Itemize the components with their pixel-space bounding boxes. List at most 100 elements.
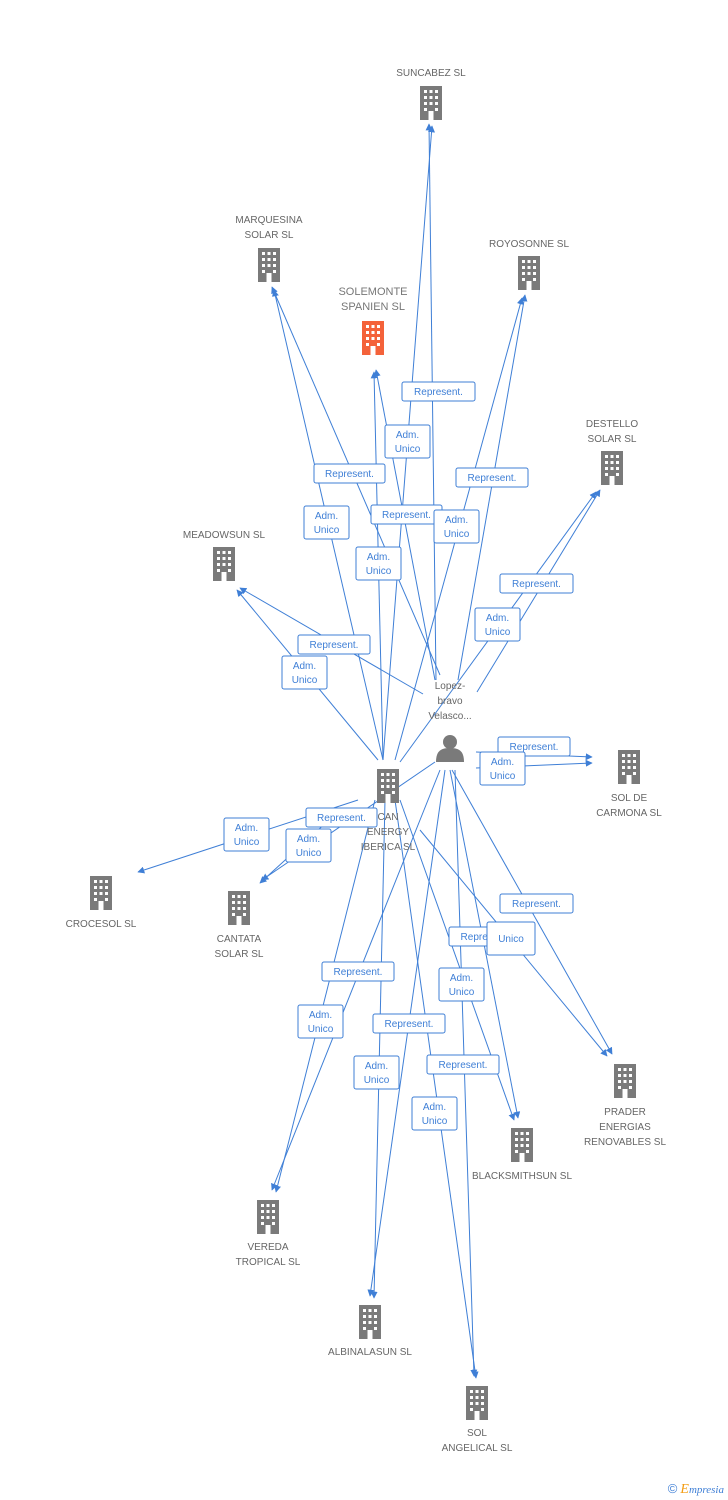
edge-label: Adm.Unico [223, 817, 270, 852]
node-label: SOLAR SL [245, 230, 294, 241]
edge-label-text: Adm. [365, 1061, 388, 1072]
edge-label-box [499, 573, 574, 594]
node-blacksmithsun[interactable]: BLACKSMITHSUN SL [472, 1128, 572, 1182]
edge-label: Adm.Unico [297, 1004, 344, 1039]
edge-label: Adm. Unico [479, 751, 526, 786]
edge-label: Represent. [499, 573, 574, 594]
edge-label-box [479, 751, 526, 786]
building-icon[interactable] [377, 769, 399, 803]
edge-label-text: Represent. [512, 899, 561, 910]
node-label: IBERICA SL [361, 842, 416, 853]
building-icon[interactable] [518, 256, 540, 290]
edge-label-text: Adm. [297, 834, 320, 845]
edge-label-box [438, 967, 485, 1002]
edge-label-box [281, 655, 328, 690]
edge-can-to-albinalasun [370, 799, 386, 1299]
building-icon[interactable] [257, 1200, 279, 1234]
building-icon[interactable] [362, 321, 384, 355]
node-label: BLACKSMITHSUN SL [472, 1171, 572, 1182]
edge-label: Represent. [372, 1013, 446, 1034]
building-icon[interactable] [614, 1064, 636, 1098]
edge-label-text: Adm. [315, 511, 338, 522]
edge-label-text: Adm. [486, 613, 509, 624]
edge-label-box [372, 1013, 446, 1034]
edge-label-text: Represent. [382, 510, 431, 521]
empresia-watermark: ©Empresia [668, 1481, 724, 1498]
node-label: DESTELLO [586, 419, 638, 430]
node-suncabez[interactable]: SUNCABEZ SL [396, 68, 466, 120]
building-icon[interactable] [228, 891, 250, 925]
building-icon[interactable] [601, 451, 623, 485]
node-label: CAN [377, 812, 398, 823]
edge-label-box [303, 505, 350, 540]
edge-label-text: Unico [485, 627, 511, 638]
edge-label-text: Unico [490, 771, 516, 782]
edge-label-box [384, 424, 431, 459]
node-meadowsun[interactable]: MEADOWSUN SL [183, 530, 266, 581]
edge-label-text: Adm. [491, 757, 514, 768]
edge-label: Represent. [455, 467, 529, 488]
edge-label: Adm.Unico [411, 1096, 458, 1131]
brand-name: mpresia [688, 1484, 724, 1496]
edge-label-text: Represent. [468, 473, 517, 484]
edge-label-box [486, 921, 536, 956]
edge-label-text: Unico [395, 444, 421, 455]
node-label: ANGELICAL SL [442, 1443, 513, 1454]
edge-label-text: Adm. [367, 552, 390, 563]
node-label: TROPICAL SL [236, 1257, 301, 1268]
building-icon[interactable] [213, 547, 235, 581]
edge-label-box [321, 961, 395, 982]
node-label: SPANIEN SL [341, 301, 405, 313]
edge-label-text: Unico [308, 1024, 334, 1035]
edge-label-text: Unico [234, 837, 260, 848]
building-icon[interactable] [466, 1386, 488, 1420]
edge-can-to-vereda [274, 799, 376, 1193]
building-icon[interactable] [359, 1305, 381, 1339]
building-icon[interactable] [511, 1128, 533, 1162]
node-albinalasun[interactable]: ALBINALASUN SL [328, 1305, 412, 1358]
building-icon[interactable] [618, 750, 640, 784]
edge-label-box [474, 607, 521, 642]
edge-label-text: Represent. [310, 640, 359, 651]
edge-labels-layer: Represent.Adm.UnicoRepresent.Represent.R… [223, 381, 574, 1131]
edge-label-box [499, 893, 574, 914]
node-label: SUNCABEZ SL [396, 68, 466, 79]
edge-label: Represent. [305, 807, 378, 828]
edge-label-box [305, 807, 378, 828]
edge-label: Represent. [313, 463, 386, 484]
edge-label: Represent. [297, 634, 371, 655]
edge-label-box [433, 509, 480, 544]
node-royosonne[interactable]: ROYOSONNE SL [489, 239, 569, 290]
person-icon[interactable] [436, 735, 464, 762]
edge-label-text: Unico [364, 1075, 390, 1086]
node-label: CANTATA [217, 934, 262, 945]
building-icon[interactable] [420, 86, 442, 120]
edge-label-text: Represent. [461, 932, 510, 943]
edge-label-text: Adm. [445, 515, 468, 526]
node-label: SOLEMONTE [338, 286, 407, 298]
edge-label: Adm.Unico [384, 424, 431, 459]
node-crocesol[interactable]: CROCESOL SL [66, 876, 137, 930]
building-icon[interactable] [90, 876, 112, 910]
edge-label: Represent. [401, 381, 476, 402]
edge-label-text: Represent. [317, 813, 366, 824]
node-person[interactable]: Lopez-bravoVelasco... [428, 681, 472, 762]
node-label: PRADER [604, 1107, 646, 1118]
node-label: CROCESOL SL [66, 919, 137, 930]
node-label: CARMONA SL [596, 808, 662, 819]
edge-label-box [285, 828, 332, 863]
node-solemonte[interactable]: SOLEMONTE SPANIEN SL [338, 286, 408, 355]
building-icon[interactable] [258, 248, 280, 282]
edge-label-text: Unico [449, 987, 475, 998]
edge-label-box [401, 381, 476, 402]
edge-label-text: Unico [366, 566, 392, 577]
